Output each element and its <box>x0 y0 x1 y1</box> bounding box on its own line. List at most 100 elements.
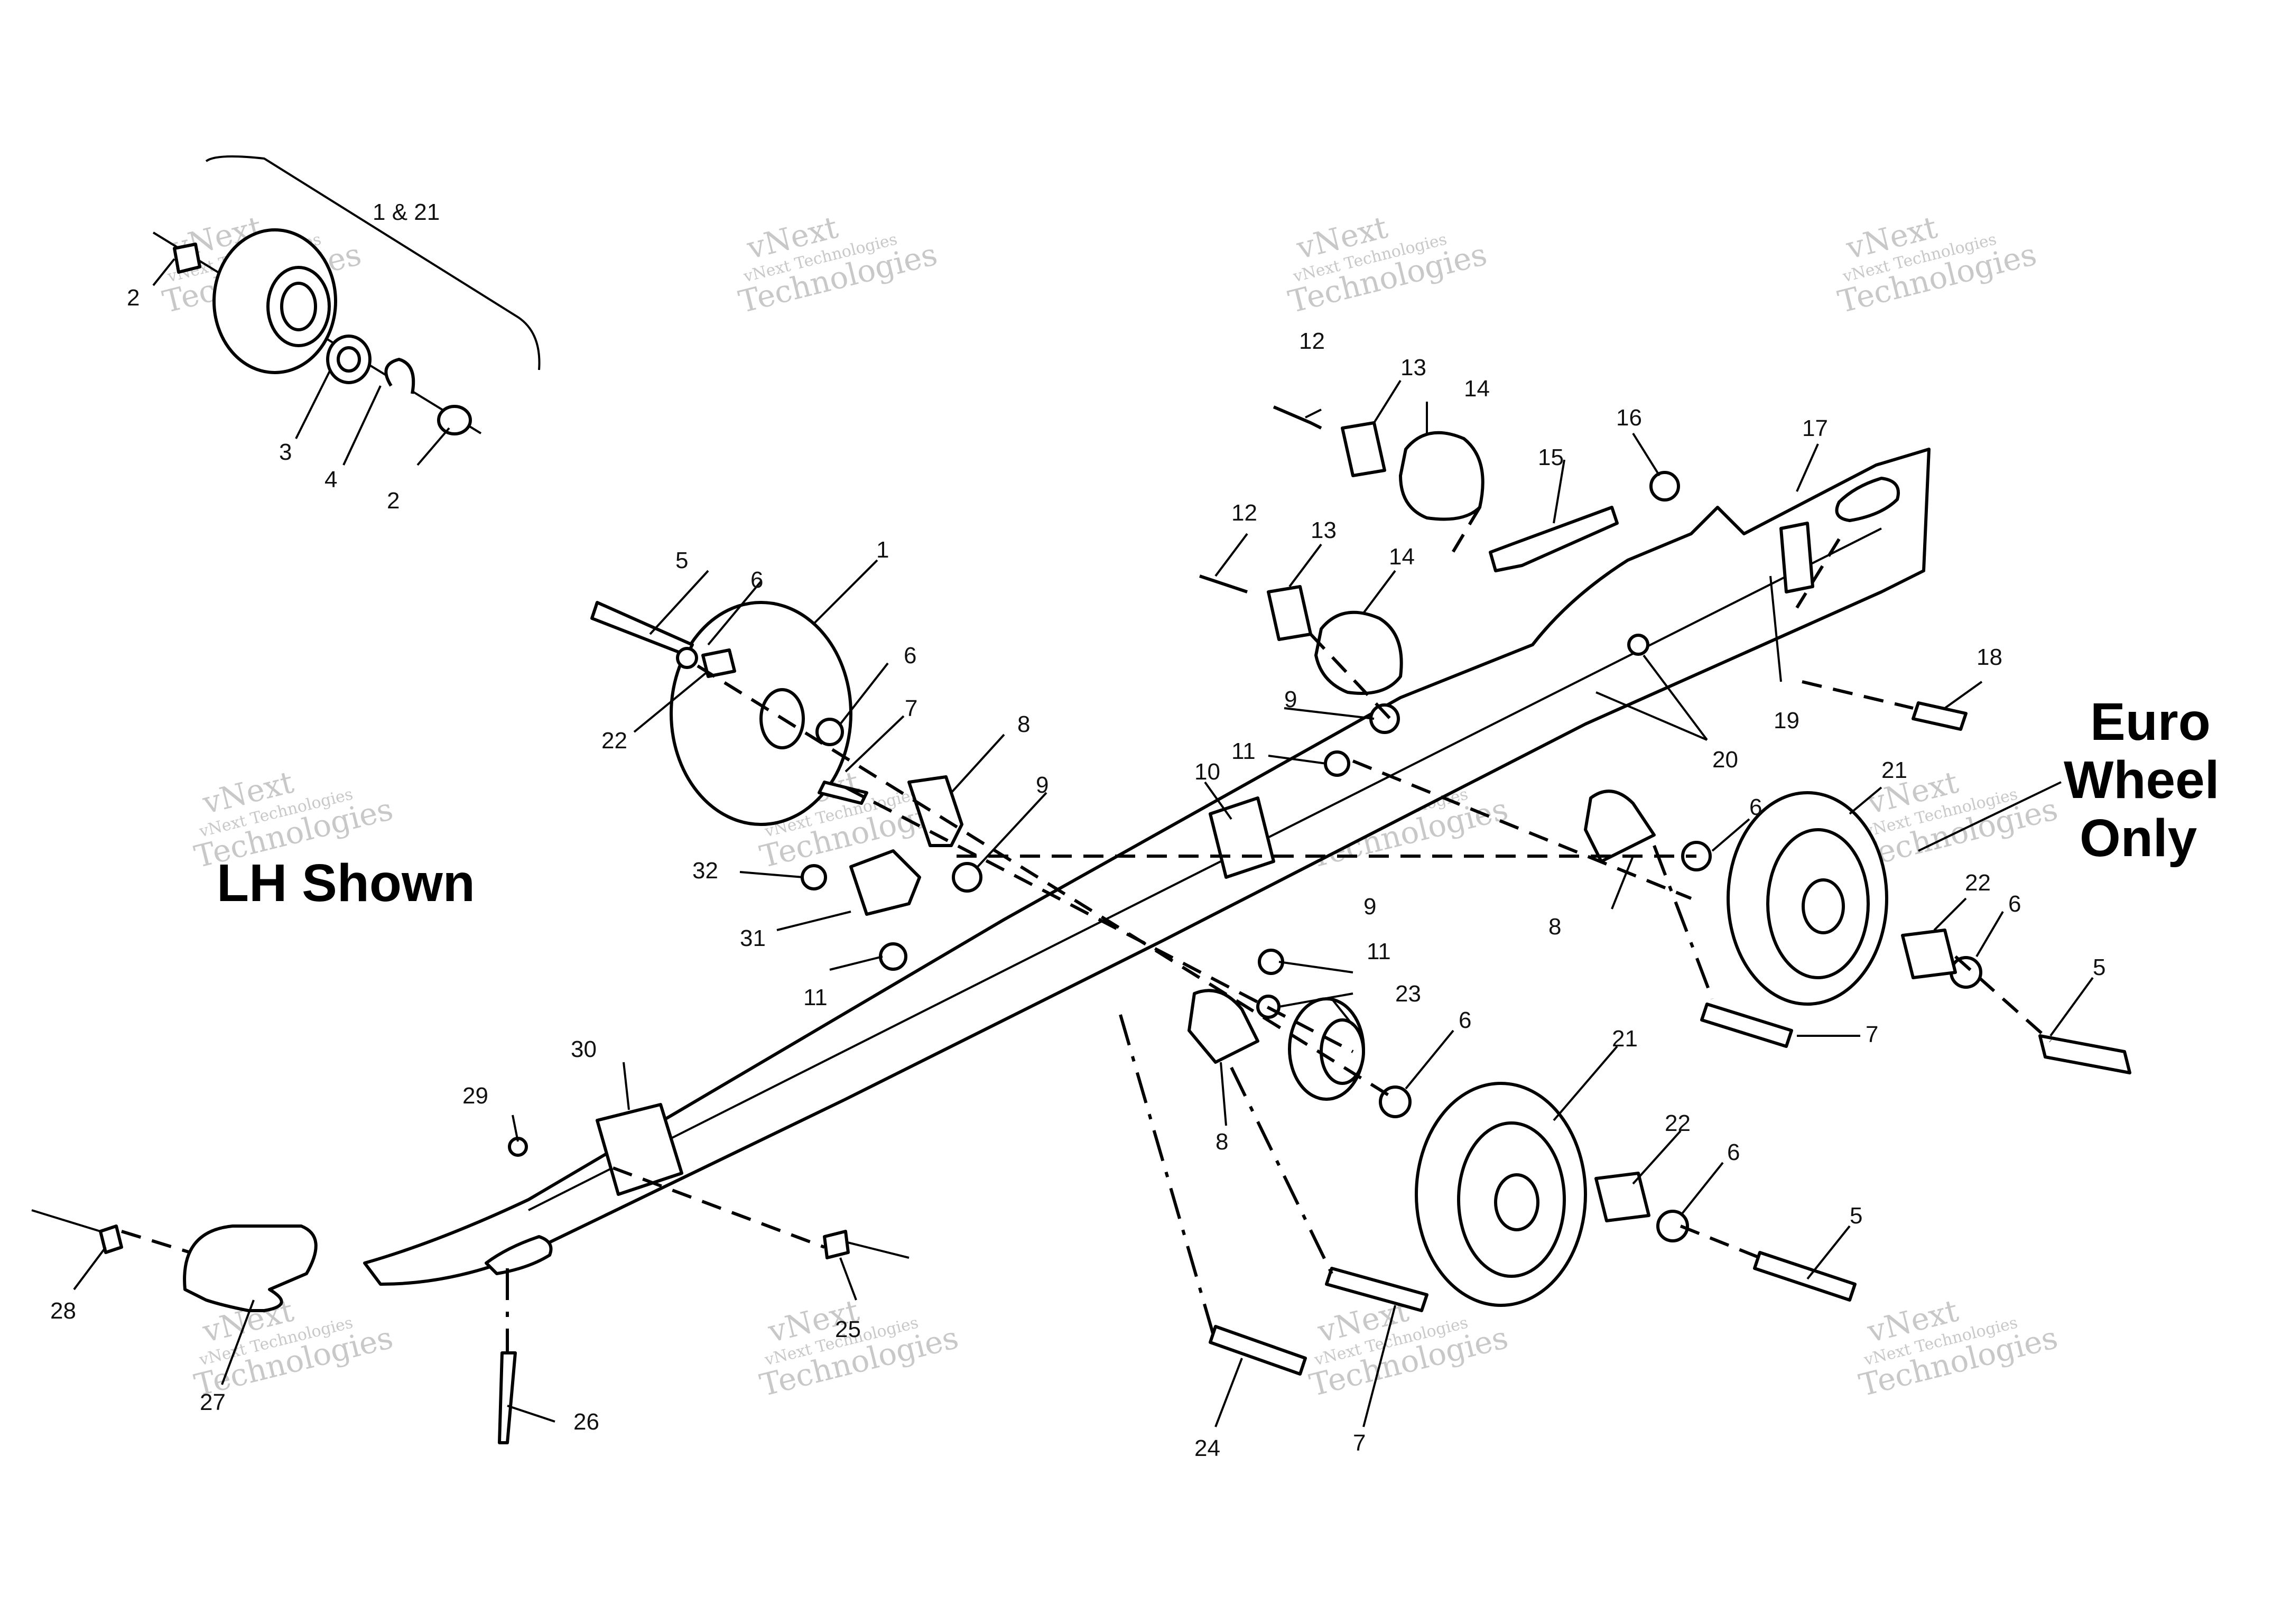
bolt-7-upper-right <box>1700 1003 1793 1048</box>
callout-7: 7 <box>905 695 917 721</box>
bolt-7-lower <box>1325 1267 1428 1312</box>
callout-31: 31 <box>740 925 766 951</box>
kit-wheel-bore <box>280 282 317 331</box>
callout-22: 22 <box>1665 1110 1691 1136</box>
washer-6-lower-right <box>1656 1210 1689 1242</box>
bolt-5-right-upper <box>2038 1034 2131 1074</box>
suspension-rail <box>183 448 1931 1312</box>
callout-10: 10 <box>1194 759 1220 785</box>
callout-23: 23 <box>1395 981 1421 1007</box>
wheel-kit-inset <box>152 155 541 435</box>
bolt-26 <box>498 1351 517 1444</box>
callout-9: 9 <box>1284 686 1297 712</box>
lh-shown-caption: LH Shown <box>217 853 475 913</box>
callout-22: 22 <box>1965 870 1991 896</box>
watermark: vNext vNext Technologies Technologies <box>1855 1293 2061 1404</box>
callout-17: 17 <box>1802 415 1828 441</box>
bumper-plug-28 <box>99 1224 123 1254</box>
bolt-24 <box>1209 1325 1307 1376</box>
callout-11: 11 <box>1231 738 1256 764</box>
euro-wheel-upper <box>1727 791 1888 1006</box>
bracket-8-right <box>1584 790 1656 863</box>
euro-caption-line-3: Only <box>2080 809 2197 868</box>
bracket-8-middle <box>1187 989 1259 1064</box>
rail-front-slot <box>1835 477 1900 522</box>
callout-2: 2 <box>387 488 400 514</box>
euro-wheel-lower <box>1415 1082 1587 1307</box>
nut-9-upper <box>1369 703 1400 734</box>
callout-28: 28 <box>50 1298 76 1324</box>
callout-5: 5 <box>2093 954 2105 980</box>
callout-21: 21 <box>1881 757 1907 783</box>
nut-9-left <box>952 862 982 893</box>
callout-19: 19 <box>1774 708 1799 734</box>
spacer-22-right-lower <box>1594 1172 1650 1222</box>
callout-30: 30 <box>571 1036 597 1062</box>
pin-18 <box>1912 701 1968 731</box>
kit-bracket <box>205 155 541 370</box>
slide-pad-30 <box>596 1103 683 1196</box>
callout-12: 12 <box>1299 328 1325 354</box>
callout-5: 5 <box>675 547 688 573</box>
bolt-5-right-lower <box>1753 1251 1857 1302</box>
bushing-13-lower <box>1267 585 1312 641</box>
callout-11: 11 <box>803 985 828 1010</box>
callout-13: 13 <box>1311 517 1337 543</box>
callout-13: 13 <box>1400 355 1426 381</box>
euro-wheel-only-caption: Euro Wheel Only <box>2064 692 2219 868</box>
callout-29: 29 <box>462 1083 488 1109</box>
callout-6: 6 <box>1749 794 1762 820</box>
callout-5: 5 <box>1850 1203 1862 1229</box>
watermark-group: vNext vNext Technologies Technologies vN… <box>159 209 2061 1404</box>
bracket-8-left <box>907 775 963 847</box>
callout-2: 2 <box>127 285 140 311</box>
bumper-14-lower <box>1314 610 1403 695</box>
callout-8: 8 <box>1548 914 1561 940</box>
callout-25: 25 <box>835 1316 861 1342</box>
kit-bearing-inner <box>337 346 361 373</box>
callout-8: 8 <box>1017 711 1030 737</box>
leader-lines <box>73 258 2094 1427</box>
euro-caption-line-2: Wheel <box>2064 750 2219 810</box>
callout-labels: 1 & 21 2 3 4 2 5 6 1 6 22 7 8 9 32 31 11… <box>50 199 2105 1461</box>
callout-6: 6 <box>750 567 763 593</box>
callout-11: 11 <box>1367 939 1391 964</box>
bumper-14-upper <box>1399 431 1485 521</box>
nut-11-upper <box>1324 750 1350 777</box>
callout-12: 12 <box>1231 500 1257 526</box>
callout-20: 20 <box>1712 747 1738 773</box>
bolt-12-lower <box>1199 574 1248 593</box>
kit-bushing-right <box>437 405 472 435</box>
callout-6: 6 <box>904 643 916 669</box>
euro-caption-line-1: Euro <box>2090 692 2211 751</box>
nut-20 <box>1627 634 1649 656</box>
callout-14: 14 <box>1464 376 1490 402</box>
callout-3: 3 <box>279 439 292 465</box>
kit-bushing-left <box>173 243 201 274</box>
bushing-13-upper <box>1341 421 1386 477</box>
callout-8: 8 <box>1216 1129 1228 1155</box>
euro-wheel-lower-hub <box>1494 1173 1539 1231</box>
rail-body <box>363 448 1931 1286</box>
pin-25 <box>823 1230 850 1259</box>
callout-16: 16 <box>1616 405 1642 431</box>
spacer-22-right-upper <box>1901 929 1957 979</box>
bracket-19 <box>1779 522 1814 593</box>
callout-24: 24 <box>1194 1435 1220 1461</box>
bolt-5-upper <box>590 601 694 657</box>
nut-11-lower <box>879 942 907 971</box>
callout-9: 9 <box>1036 772 1049 798</box>
callout-21: 21 <box>1612 1026 1638 1052</box>
nut-32 <box>801 864 827 890</box>
callout-6: 6 <box>2008 891 2021 917</box>
plate-31 <box>849 849 921 916</box>
kit-label: 1 & 21 <box>373 199 440 225</box>
callout-1: 1 <box>876 537 889 563</box>
rail-inner-line <box>528 527 1882 1211</box>
callout-6: 6 <box>1459 1007 1471 1033</box>
washer-6-top <box>676 647 698 669</box>
bolt-7-left <box>818 781 868 805</box>
rail-rear-slot <box>485 1235 553 1275</box>
spacer-23 <box>1288 997 1365 1101</box>
rear-bumper-cap <box>183 1224 318 1312</box>
